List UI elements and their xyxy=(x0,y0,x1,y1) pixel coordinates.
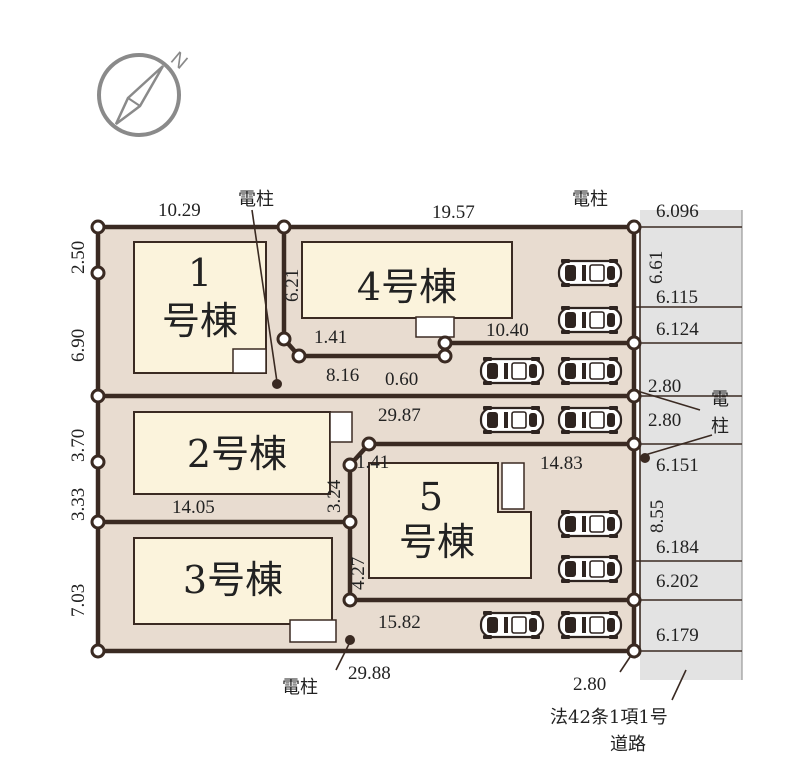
pole-label-top-right: 電柱 xyxy=(572,189,608,210)
road-dim-7: 6.184 xyxy=(656,537,699,558)
dim-left-5: 7.03 xyxy=(68,584,89,617)
car xyxy=(479,404,545,436)
building-4-label: 4号棟 xyxy=(357,265,457,309)
car xyxy=(479,609,545,641)
road-dim-6: 6.151 xyxy=(656,455,699,476)
building-4: 4号棟 xyxy=(301,241,513,338)
dim-4-27: 4.27 xyxy=(348,557,369,590)
dim-left-2: 6.90 xyxy=(68,329,89,362)
road-dim-1: 6.096 xyxy=(656,201,699,222)
road-dim-3: 6.124 xyxy=(656,319,699,340)
building-2: 2号棟 xyxy=(133,411,353,495)
dim-14-05: 14.05 xyxy=(172,497,215,518)
pole-label-top-left: 電柱 xyxy=(238,189,274,210)
building-1-number: 1 xyxy=(188,251,212,295)
road-width-lines xyxy=(619,226,742,701)
utility-poles xyxy=(251,209,650,671)
road-label-1: 法42条1項1号 xyxy=(550,707,668,728)
car xyxy=(557,553,623,585)
road-dim-10: 2.80 xyxy=(573,674,606,695)
dim-15-82: 15.82 xyxy=(378,612,421,633)
dim-29-88: 29.88 xyxy=(348,663,391,684)
dim-3-24: 3.24 xyxy=(324,479,345,513)
car xyxy=(557,304,623,336)
pole-label-right-1: 電 xyxy=(711,389,729,410)
car xyxy=(557,404,623,436)
text-labels: 電柱 電柱 電 柱 電柱 法42条1項1号 道路 xyxy=(238,189,729,755)
pole-label-bottom: 電柱 xyxy=(282,677,318,698)
building-1: 1 号棟 xyxy=(133,241,267,374)
dim-8-16: 8.16 xyxy=(326,365,359,386)
dim-6-61: 6.61 xyxy=(646,251,667,284)
dimension-labels: 10.29 19.57 2.50 6.90 3.70 3.33 7.03 6.2… xyxy=(68,200,699,695)
building-5: 5 号棟 xyxy=(368,462,532,579)
dim-0-60: 0.60 xyxy=(385,369,418,390)
dim-1-41-a: 1.41 xyxy=(314,327,347,348)
boundary-points xyxy=(90,219,642,659)
road xyxy=(640,210,743,680)
car xyxy=(557,609,623,641)
dim-29-87: 29.87 xyxy=(378,405,421,426)
road-dim-8: 6.202 xyxy=(656,571,699,592)
dim-left-3: 3.70 xyxy=(68,429,89,462)
building-1-label: 号棟 xyxy=(162,299,238,343)
road-dim-4: 2.80 xyxy=(648,376,681,397)
car xyxy=(557,257,623,289)
building-3: 3号棟 xyxy=(133,537,337,643)
road-dim-9: 6.179 xyxy=(656,625,699,646)
dim-left-1: 2.50 xyxy=(68,241,89,274)
dim-6-21: 6.21 xyxy=(282,269,303,302)
dim-1-41-b: 1.41 xyxy=(356,452,389,473)
road-dim-2: 6.115 xyxy=(656,287,698,308)
car xyxy=(557,355,623,387)
dim-10-40: 10.40 xyxy=(486,320,529,341)
car xyxy=(557,508,623,540)
car xyxy=(479,355,545,387)
road-dim-5: 2.80 xyxy=(648,410,681,431)
compass: N xyxy=(97,48,192,137)
building-5-number: 5 xyxy=(419,475,443,519)
pole-label-right-2: 柱 xyxy=(711,416,729,437)
dim-left-4: 3.33 xyxy=(68,488,89,521)
dim-top-left: 10.29 xyxy=(158,200,201,221)
building-5-label: 号棟 xyxy=(399,520,475,564)
dim-8-55: 8.55 xyxy=(647,500,668,533)
building-3-label: 3号棟 xyxy=(183,558,283,602)
building-2-label: 2号棟 xyxy=(187,432,287,476)
road-label-2: 道路 xyxy=(610,734,646,755)
dim-14-83: 14.83 xyxy=(540,453,583,474)
dim-top-right: 19.57 xyxy=(432,202,475,223)
